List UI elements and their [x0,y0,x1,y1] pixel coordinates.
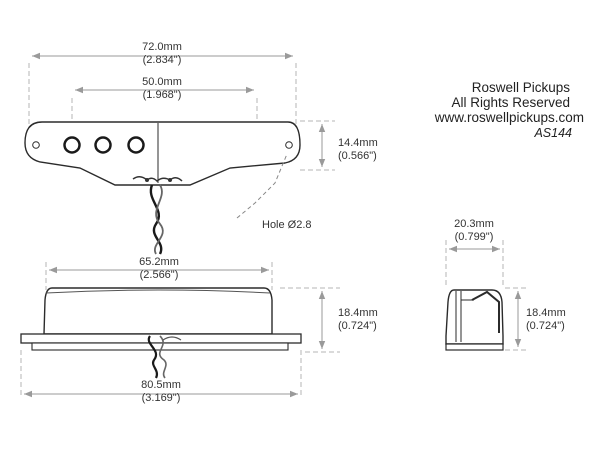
top-view: Hole Ø2.8 72.0mm (2.834") 50.0mm (1.968"… [24,41,378,255]
solder-joint-2 [168,178,172,182]
top-width-mm: 72.0mm [142,41,182,53]
pole-piece-2 [94,136,112,154]
cover-top-edge [45,289,271,294]
pole-span-inch: (1.968") [143,89,182,101]
end-view: 20.3mm (0.799") 18.4mm (0.724") [445,218,566,351]
top-height-mm: 14.4mm [338,137,378,149]
company-name: Roswell Pickups [472,80,571,95]
side-cover-width-mm: 65.2mm [139,256,179,268]
end-width-inch: (0.799") [455,231,494,243]
side-view-bottom-flatwork [31,342,289,351]
side-cover-width-inch: (2.566") [140,269,179,281]
end-view-bobbin-profile [471,290,500,333]
lead-wire-white [153,184,164,255]
website-url: www.roswellpickups.com [434,110,584,125]
left-mounting-hole [32,141,40,149]
end-width-mm: 20.3mm [454,218,494,230]
side-view-baseplate [20,333,302,344]
pole-piece-1 [63,136,81,154]
end-height-mm: 18.4mm [526,307,566,319]
end-height-inch: (0.724") [526,320,565,332]
side-height-mm: 18.4mm [338,307,378,319]
side-lead-wire-white [158,335,167,379]
right-mounting-hole [285,141,293,149]
side-solder-lug [162,336,182,341]
solder-lugs [132,176,183,183]
side-view-cover [43,287,273,335]
solder-joint-1 [145,178,149,182]
brand-block: Roswell Pickups All Rights Reserved www.… [434,80,584,140]
top-height-inch: (0.566") [338,150,377,162]
model-number: AS144 [533,126,572,140]
lead-wire-black [149,184,163,255]
rights-notice: All Rights Reserved [451,95,570,110]
top-view-cover-outline [24,121,301,186]
hole-leader-line [236,153,288,219]
end-view-baseplate [445,343,504,351]
side-view: 65.2mm (2.566") 80.5mm (3.169") 18.4mm (… [20,256,378,404]
pole-piece-3 [127,136,145,154]
base-width-inch: (3.169") [142,392,181,404]
hole-diameter-label: Hole Ø2.8 [262,219,312,231]
top-width-inch: (2.834") [143,54,182,66]
pole-span-mm: 50.0mm [142,76,182,88]
side-height-inch: (0.724") [338,320,377,332]
side-lead-wire-black [147,335,158,379]
base-width-mm: 80.5mm [141,379,181,391]
